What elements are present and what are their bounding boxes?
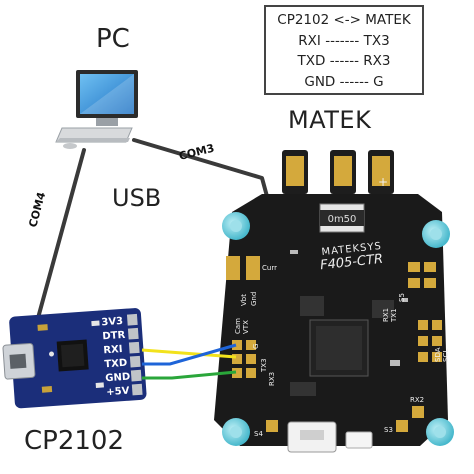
com4-label: COM4 bbox=[26, 190, 48, 228]
pad-rx3 bbox=[232, 368, 242, 378]
cp-pin-3v3: 3V3 bbox=[101, 316, 123, 328]
pad-g bbox=[232, 340, 242, 350]
pad-label-tx3: TX3 bbox=[260, 358, 268, 373]
pad-label-sda: SDA bbox=[434, 347, 442, 362]
pc-computer-icon bbox=[55, 70, 138, 149]
fc-model-label: F405-CTR bbox=[319, 252, 383, 274]
cp2102-usb-ttl-board: 3V3 DTR RXI TXD GND +5V bbox=[2, 308, 147, 409]
legend-row-txd: TXD ------ RX3 bbox=[297, 53, 391, 69]
cp-pin-5v: +5V bbox=[106, 386, 130, 399]
wire-gnd-to-g bbox=[142, 370, 237, 380]
pad-label-vtx: VTX bbox=[242, 320, 250, 334]
pad-label-vbt: Vbt bbox=[240, 294, 248, 306]
shunt-component-label: 0m50 bbox=[328, 214, 357, 225]
pad-label-rx1: RX1 bbox=[382, 308, 390, 322]
cp-pin-gnd: GND bbox=[105, 372, 131, 385]
pad-label-s4: S4 bbox=[254, 430, 263, 438]
cp-pin-dtr: DTR bbox=[102, 330, 126, 343]
cp2102-label: CP2102 bbox=[24, 426, 125, 456]
pad-label-curr: Curr bbox=[262, 264, 277, 272]
pad-label-rx3: RX3 bbox=[268, 372, 276, 386]
cp-pin-txd: TXD bbox=[104, 358, 128, 371]
pad-label-s5: S5 bbox=[398, 293, 406, 302]
pin-mapping-legend: CP2102 <-> MATEK RXI ------- TX3 TXD ---… bbox=[264, 5, 424, 95]
pad-label-rx2: RX2 bbox=[410, 396, 424, 404]
usb-label: USB bbox=[112, 184, 162, 212]
legend-title: CP2102 <-> MATEK bbox=[277, 12, 411, 28]
legend-row-gnd: GND ------ G bbox=[304, 73, 384, 90]
wire-txd-to-rx3 bbox=[142, 343, 237, 366]
wire-rxi-to-tx3 bbox=[141, 348, 237, 359]
pad-label-scl: SCL bbox=[442, 349, 450, 362]
plus-marker: + bbox=[378, 175, 388, 189]
pad-label-cam: Cam bbox=[234, 318, 242, 334]
matek-label: MATEK bbox=[288, 106, 372, 134]
pad-label-gnd: Gnd bbox=[250, 292, 258, 306]
pad-label-g: G bbox=[252, 344, 260, 349]
pad-label-s3: S3 bbox=[384, 426, 393, 434]
matek-f405-ctr-board: 0m50 MATEKSYS F405-CTR bbox=[214, 150, 454, 453]
pad-tx3 bbox=[232, 354, 242, 364]
cp-pin-rxi: RXI bbox=[103, 344, 123, 356]
pad-label-tx1: TX1 bbox=[390, 308, 398, 323]
pc-label: PC bbox=[96, 24, 130, 54]
legend-row-rxi: RXI ------- TX3 bbox=[298, 32, 390, 49]
